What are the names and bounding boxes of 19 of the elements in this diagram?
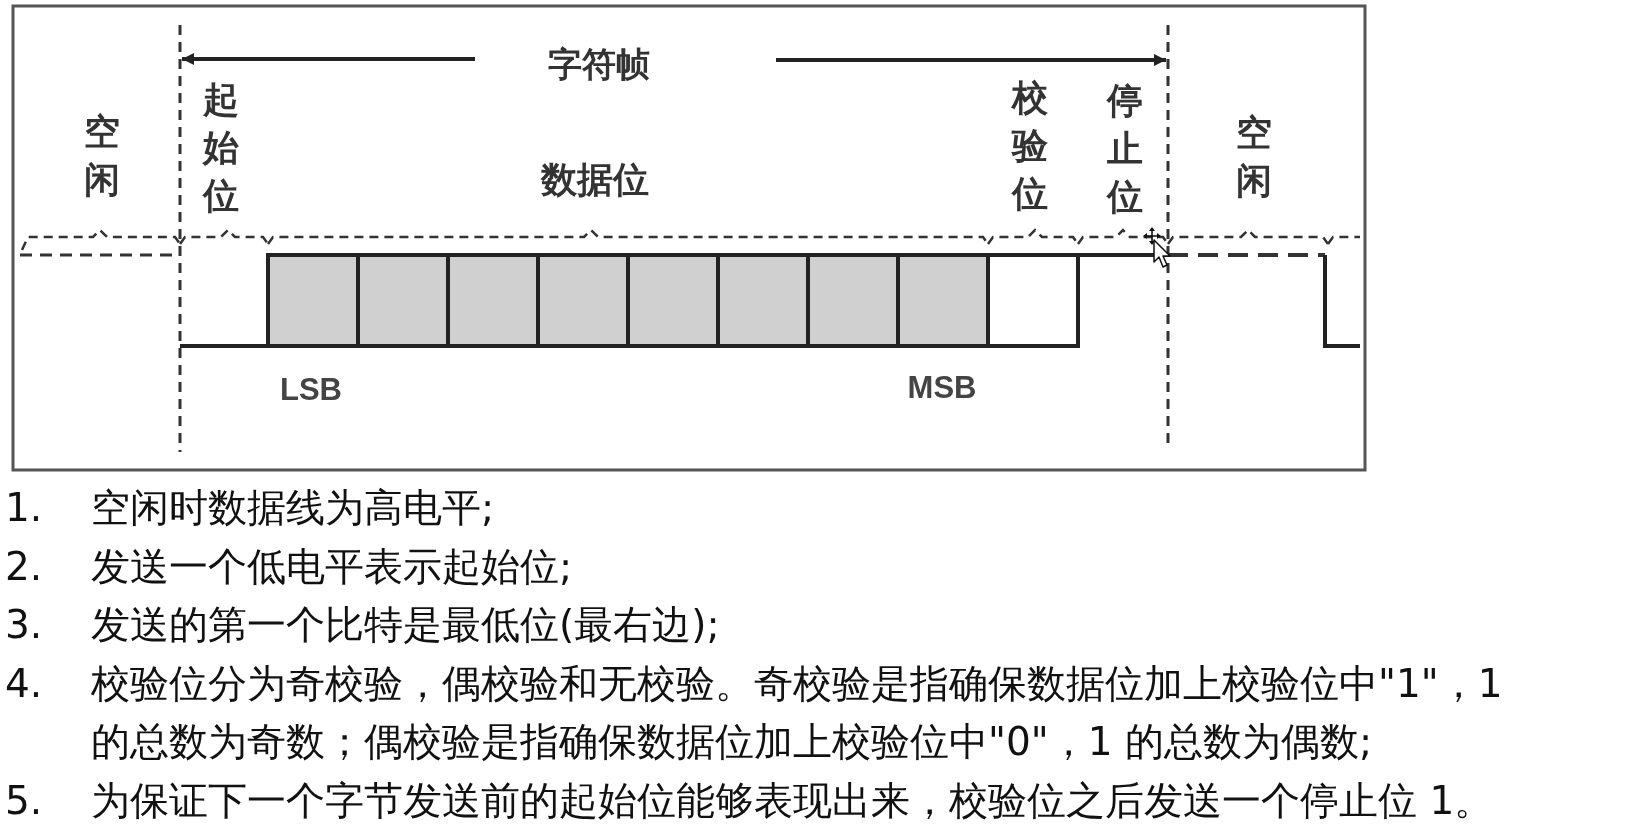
list-number: 5. [5, 776, 43, 825]
bit-order-label: LSB [280, 372, 342, 408]
list-number: 2. [5, 542, 43, 591]
idle-label: 空闲 [1236, 111, 1272, 203]
bit-label: 起始位 [203, 78, 239, 218]
bit-order-label: MSB [907, 370, 977, 406]
idle-label: 空闲 [84, 110, 120, 202]
list-number: 4. [5, 659, 43, 708]
bit-label: 停止位 [1107, 79, 1143, 219]
list-item-text: 空闲时数据线为高电平; [91, 484, 496, 532]
bit-label: 校验位 [1012, 76, 1048, 216]
list-number: 1. [5, 484, 43, 532]
bit-label: 数据位 [541, 157, 649, 202]
frame-label: 字符帧 [548, 43, 650, 86]
list-item-text: 发送一个低电平表示起始位; [91, 542, 574, 591]
list-number: 3. [5, 601, 43, 649]
list-item-text: 发送的第一个比特是最低位(最右边); [91, 601, 721, 649]
list-item-text: 校验位分为奇校验，偶校验和无校验。奇校验是指确保数据位加上校验位中"1"，1 的总数为奇数；偶校验是指确保数据位加上校验位中"0"，1 的总数为偶数; [91, 659, 1504, 766]
list-item-text: 为保证下一个字节发送前的起始位能够表现出来，校验位之后发送一个停止位 1。 [91, 776, 1495, 825]
